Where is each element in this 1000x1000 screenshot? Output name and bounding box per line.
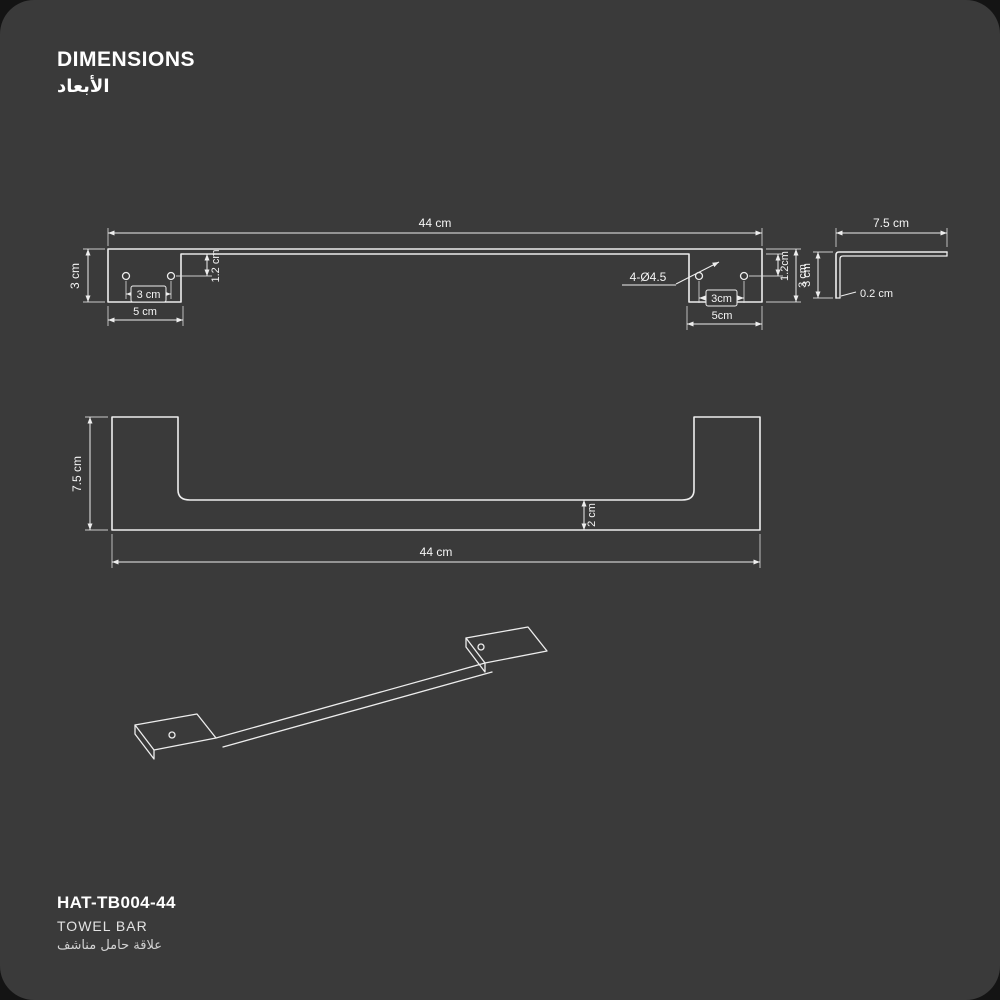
- plate-right-3d: [465, 626, 548, 664]
- side-profile-inner: [839, 255, 948, 299]
- plate-right-lip-3d: [465, 637, 486, 673]
- dim-label-edge-left: 5 cm: [133, 306, 157, 318]
- dim-label-spacing-right: 3cm: [711, 293, 732, 305]
- dim-label-side-height: 3 cm: [801, 263, 813, 287]
- bar-top-edge-3d: [215, 662, 486, 739]
- front-view: 7.5 cm 2 cm 44 cm: [70, 416, 761, 568]
- side-view: 7.5 cm 3 cm 0.2 cm: [801, 216, 948, 300]
- dim-label-spacing-left: 3 cm: [137, 289, 161, 301]
- footer: HAT-TB004-44 TOWEL BAR علاقة حامل مناشف: [57, 893, 176, 953]
- dim-label-bar-height: 2 cm: [586, 503, 598, 527]
- model-number: HAT-TB004-44: [57, 893, 176, 912]
- top-view: 44 cm 3 cm 1.2 cm 3 cm 5 cm 4-Ø4.5: [68, 216, 809, 330]
- dim-label-box: [705, 289, 738, 307]
- perspective-view: [134, 626, 548, 760]
- leader-line: [675, 261, 720, 285]
- dim-label-box: [130, 285, 167, 303]
- bar-bottom-edge-3d: [222, 671, 493, 748]
- page-title: DIMENSIONS: [57, 48, 196, 71]
- dim-label-edge-right: 5cm: [712, 310, 733, 322]
- mounting-hole: [121, 271, 131, 281]
- plate-left-lip-3d: [134, 724, 155, 760]
- mounting-hole: [166, 271, 176, 281]
- product-name-arabic: علاقة حامل مناشف: [57, 938, 162, 953]
- product-name: TOWEL BAR: [57, 918, 148, 934]
- dim-label-depth-left: 3 cm: [68, 263, 82, 289]
- front-view-outline: [111, 416, 761, 531]
- dim-label-depth-right: 3 cm: [797, 264, 809, 288]
- dim-label-thickness: 0.2 cm: [860, 288, 893, 300]
- plate-left-3d: [134, 713, 217, 751]
- mounting-hole-3d: [477, 643, 485, 651]
- holes-note-label: 4-Ø4.5: [630, 270, 667, 284]
- header: DIMENSIONS الأبعاد: [57, 48, 195, 97]
- side-profile-outline: [835, 251, 948, 299]
- dim-label-offset-left: 1.2 cm: [210, 249, 222, 282]
- page-title-arabic: الأبعاد: [57, 76, 110, 97]
- dim-label-top-length: 44 cm: [419, 216, 452, 230]
- dim-label-front-height: 7.5 cm: [70, 456, 84, 492]
- dim-label-front-length: 44 cm: [420, 545, 453, 559]
- leader-line-thickness: [840, 291, 857, 297]
- mounting-hole-3d: [168, 731, 176, 739]
- dim-label-side-width: 7.5 cm: [873, 216, 909, 230]
- dim-label-offset-right: 1.2cm: [779, 251, 791, 281]
- mounting-hole: [739, 271, 749, 281]
